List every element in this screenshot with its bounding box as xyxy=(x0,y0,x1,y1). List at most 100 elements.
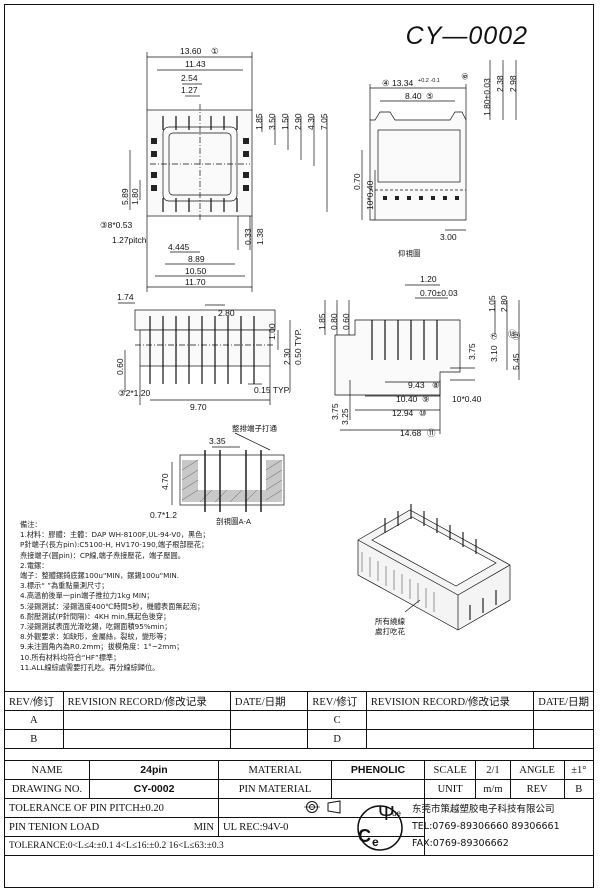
note-line: 8.外觀要求：如缺形，金屬絲，裂紋，變形等； xyxy=(20,632,171,642)
record-cell xyxy=(62,710,231,730)
note-line: 端子：整體鏍錡底鏍100u"MIN，鏍錫100u"MIN. xyxy=(20,571,180,581)
dim-text: 0.50 TYP. xyxy=(293,328,303,365)
note-line: 9.未注圓角內為R0.2mm；拔模角度：1°~2mm； xyxy=(20,642,184,652)
company-fax: FAX:0769-89306662 xyxy=(412,838,509,849)
projection-icon xyxy=(303,799,340,814)
rev-value: B xyxy=(563,779,595,799)
dim-text: 9.70 xyxy=(190,402,207,412)
rev-cell: D xyxy=(307,729,367,749)
note-line: 7.浸錫測試表面光滑吃錫，吃錫面積95%min； xyxy=(20,622,172,632)
right-view xyxy=(324,284,520,434)
svg-text:ue: ue xyxy=(392,809,401,818)
section-view xyxy=(171,432,285,512)
view-caption: 整排端子打通 xyxy=(232,423,277,433)
date-header: DATE/日期 xyxy=(229,691,309,711)
dim-text: ③8*0.53 xyxy=(100,220,132,230)
dim-text: ⑫ xyxy=(511,331,521,340)
company-logo: C e Ψ ue xyxy=(357,803,403,851)
front-view xyxy=(118,302,291,405)
date-cell xyxy=(229,729,309,749)
dim-text: ① xyxy=(211,46,219,56)
dim-text: 2.90 xyxy=(293,113,303,130)
dim-text: 13.60 xyxy=(180,46,202,56)
unit-label: UNIT xyxy=(423,779,477,799)
dim-text: 3.35 xyxy=(209,436,226,446)
dim-text: 4.445 xyxy=(168,242,190,252)
dim-text: ⑤ xyxy=(426,91,434,101)
svg-text:C: C xyxy=(358,826,371,846)
drawing-label: DRAWING NO. xyxy=(4,779,90,799)
company-name: 东莞市策越塑胶电子科技有限公司 xyxy=(412,804,555,815)
rev-label: REV xyxy=(509,779,565,799)
notes-block: 備注： 1.材料：膠體：主體：DAP WH-8100F,UL-94-V0，黑色；… xyxy=(20,520,320,673)
callout-line: 所有繞線 xyxy=(375,617,405,626)
tolerance-row: TOLERANCE:0<L≤4:±0.1 4<L≤16:±0.2 16<L≤63… xyxy=(4,836,425,856)
dim-text: 1.80±0.03 xyxy=(482,78,492,116)
table-row: NAME 24pin MATERIAL PHENOLIC SCALE 2/1 A… xyxy=(4,760,595,780)
view-caption: 仰視圖 xyxy=(398,248,421,258)
dim-text: 1.00 xyxy=(267,323,277,340)
dim-text: ⑩ xyxy=(419,408,427,418)
title-block: NAME 24pin MATERIAL PHENOLIC SCALE 2/1 A… xyxy=(4,760,595,856)
pin-material-value xyxy=(331,779,425,799)
name-value: 24pin xyxy=(89,760,219,780)
dim-text: 1.27pitch xyxy=(112,235,147,245)
dim-text: 0.7*1.2 xyxy=(150,510,177,520)
note-line: 3.標示“ ”為重點量測尺寸； xyxy=(20,581,109,591)
dim-text: ⑦ xyxy=(489,332,499,340)
table-row: B D xyxy=(4,729,594,749)
dim-text: 3.75 xyxy=(330,403,340,420)
date-cell xyxy=(229,710,309,730)
material-label: MATERIAL xyxy=(218,760,332,780)
note-line: 11.ALL線綜處需要打孔吃。再分線綜歸位。 xyxy=(20,662,160,672)
dim-text: 8.40 xyxy=(405,91,422,101)
rev-cell: C xyxy=(307,710,367,730)
rev-cell: B xyxy=(4,729,64,749)
dim-text: ⑧ xyxy=(432,380,440,390)
dim-text: 0.80 xyxy=(329,313,339,330)
drawing-sheet xyxy=(4,4,594,888)
side-view xyxy=(361,60,517,231)
dim-text: 3.10 xyxy=(489,345,499,362)
dim-text: 10*0.40 xyxy=(452,394,482,404)
dim-text: 0.33 xyxy=(243,228,253,245)
note-line: 5.浸錫測試：浸錫溫度400℃時間5秒，機體表面無起泡； xyxy=(20,601,205,611)
dim-text: ③2*1.20 xyxy=(118,388,150,398)
note-line: 4.高溫前後單一pin端子推拉力1kg MIN； xyxy=(20,591,154,601)
dim-text: 8.89 xyxy=(188,254,205,264)
dim-text: 1.27 xyxy=(181,85,198,95)
dim-text: 0.60 xyxy=(341,313,351,330)
note-line: P針端子(長方pin):C5100-H, HV170-190,端子根部壓花； xyxy=(20,540,209,550)
table-row: A C xyxy=(4,710,594,730)
view-caption: 剖視圖A-A xyxy=(216,516,251,526)
dim-text: 11.70 xyxy=(185,277,206,287)
iso-view xyxy=(357,504,511,631)
rev-cell: A xyxy=(4,710,64,730)
svg-text:e: e xyxy=(372,835,379,849)
svg-text:Ψ: Ψ xyxy=(378,803,395,825)
table-row: TOLERANCE OF PIN PITCH±0.20 xyxy=(4,798,594,856)
dim-text: 1.85 xyxy=(317,313,327,330)
dim-text: 0.70±0.03 xyxy=(420,288,458,298)
pin-material-label: PIN MATERIAL xyxy=(218,779,332,799)
material-value: PHENOLIC xyxy=(331,760,425,780)
dim-text: 0.15 TYP. xyxy=(254,385,291,395)
table-row: DRAWING NO. CY-0002 PIN MATERIAL UNIT m/… xyxy=(4,779,595,799)
rev-header: REV/修订 xyxy=(4,691,64,711)
name-label: NAME xyxy=(4,760,90,780)
dim-text: 9.43 xyxy=(408,380,425,390)
dim-text: 10.40 xyxy=(396,394,418,404)
dim-text: 4.30 xyxy=(306,113,316,130)
dim-text: 2.30 xyxy=(282,348,292,365)
note-line: 焘接端子(圓pin)：CP線,端子焘接壓花，端子壓圓。 xyxy=(20,550,185,560)
record-header: REVISION RECORD/修改记录 xyxy=(365,691,535,711)
dim-text: 3.50 xyxy=(267,113,277,130)
date-header: DATE/日期 xyxy=(533,691,594,711)
note-line: 10.所有材料均符合“HF”標準； xyxy=(20,652,121,662)
dim-text: 1.20 xyxy=(420,274,437,284)
revision-table: REV/修订 REVISION RECORD/修改记录 DATE/日期 REV/… xyxy=(4,691,594,749)
dim-text: ⑨ xyxy=(422,394,430,404)
unit-value: m/m xyxy=(475,779,511,799)
drawing-number: CY—0002 xyxy=(405,22,528,50)
